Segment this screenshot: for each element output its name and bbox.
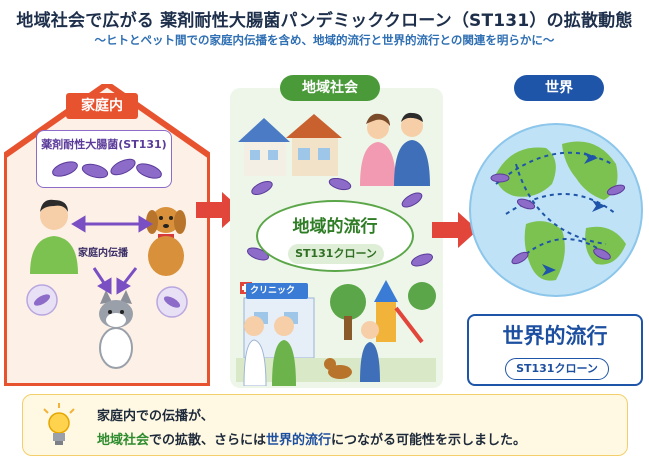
bacteria-icon: [26, 284, 58, 316]
globe-icon: [469, 123, 643, 297]
dog-icon: [146, 207, 186, 276]
residents-icon: [360, 112, 430, 186]
world-label: 世界: [514, 75, 604, 101]
community-people-icon: [243, 316, 380, 386]
bacteria-icon: [156, 286, 188, 318]
conclusion-text: での拡散、さらには: [149, 433, 267, 448]
clinic-sign: クリニック: [246, 283, 308, 299]
bacteria-box-label: 薬剤耐性大腸菌(ST131): [41, 138, 167, 151]
conclusion-global-highlight: 世界的流行: [266, 433, 332, 448]
page-title: 地域社会で広がる 薬剤耐性大腸菌パンデミッククローン（ST131）の拡散動態: [16, 11, 633, 31]
lightbulb-icon: [43, 403, 75, 445]
household-spread-label: 家庭内伝播: [78, 248, 128, 259]
bacteria-cluster-icon: [52, 158, 162, 179]
regional-epidemic-oval: 地域的流行 ST131クローン: [256, 200, 414, 272]
regional-epidemic-title: 地域的流行: [292, 217, 378, 237]
household-label: 家庭内: [66, 93, 138, 119]
spread-arrow-to-world: [432, 212, 478, 248]
houses-icon: [238, 114, 342, 176]
person-icon: [30, 199, 78, 274]
global-clone-label: ST131クローン: [505, 358, 609, 380]
household-transmission-arrows: [71, 215, 153, 295]
cat-icon: [99, 290, 133, 369]
regional-clone-label: ST131クローン: [288, 244, 384, 264]
conclusion-line-1: 家庭内での伝播が、: [97, 409, 214, 424]
bacteria-box: 薬剤耐性大腸菌(ST131): [36, 130, 172, 188]
conclusion-line-2: 地域社会での拡散、さらには世界的流行につながる可能性を示しました。: [97, 429, 526, 448]
community-label: 地域社会: [280, 75, 380, 101]
page-subtitle: 〜ヒトとペット間での家庭内伝播を含め、地域的流行と世界的流行との関連を明らかに〜: [94, 33, 555, 47]
conclusion-community-highlight: 地域社会: [97, 433, 150, 448]
conclusion-box: 家庭内での伝播が、 地域社会での拡散、さらには世界的流行につながる可能性を示しま…: [22, 394, 628, 456]
global-epidemic-title: 世界的流行: [502, 324, 608, 348]
global-epidemic-box: 世界的流行 ST131クローン: [467, 314, 643, 386]
conclusion-text-end: につながる可能性を示しました。: [331, 433, 527, 448]
